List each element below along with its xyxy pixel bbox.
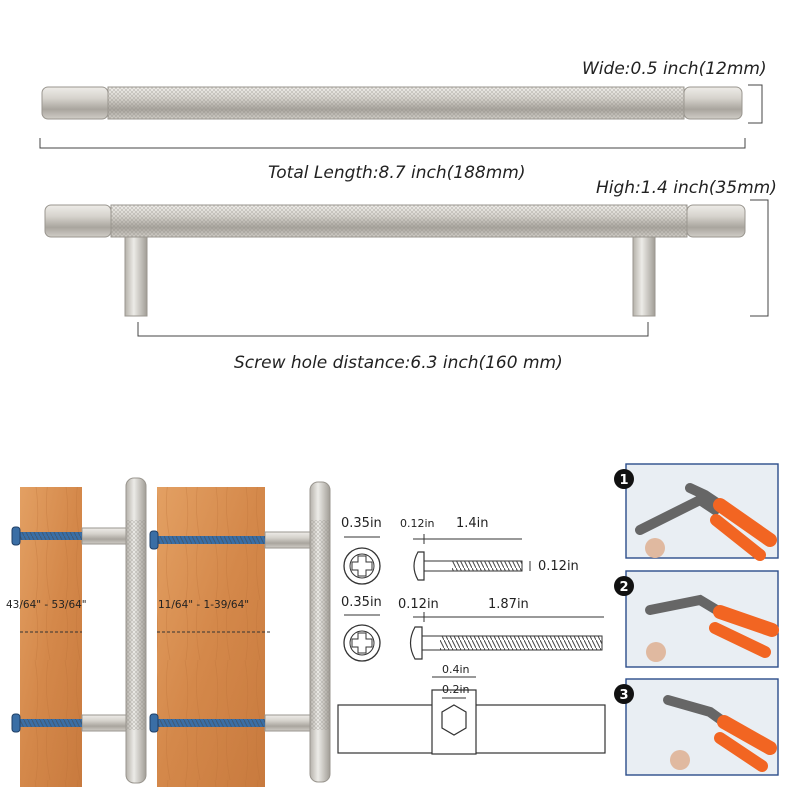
screw-hole-distance-label: Screw hole distance:6.3 inch(160 mm)	[234, 353, 563, 373]
step-number-1: 1	[619, 473, 628, 488]
hex-section	[337, 676, 606, 755]
step-panel-2	[625, 570, 779, 668]
step-panel-3	[625, 678, 779, 776]
long-length: 1.87in	[488, 597, 529, 612]
long-head-height: 0.12in	[398, 597, 439, 612]
screw-hole-dimension-line	[137, 322, 649, 337]
hex-inner: 0.2in	[442, 683, 470, 696]
step-panel-1	[625, 463, 779, 561]
handle-front-view	[44, 204, 746, 317]
thickness-range-1: 43/64" - 53/64"	[6, 599, 87, 611]
short-screw-side	[413, 551, 523, 581]
wide-label: Wide:0.5 inch(12mm)	[582, 59, 767, 79]
installation-diagram	[11, 477, 331, 787]
hex-outer: 0.4in	[442, 663, 470, 676]
wide-dimension-line	[748, 84, 763, 124]
total-length-dimension-line	[39, 138, 746, 149]
short-length: 1.4in	[456, 516, 489, 531]
handle-side-view	[41, 86, 743, 120]
short-head-diameter: 0.35in	[341, 516, 382, 531]
short-head-height: 0.12in	[400, 517, 435, 530]
step-number-3: 3	[619, 688, 628, 703]
height-dimension-line	[750, 199, 769, 317]
step-number-2: 2	[619, 580, 628, 595]
total-length-label: Total Length:8.7 inch(188mm)	[268, 163, 525, 183]
long-screw-side	[409, 626, 603, 660]
thickness-range-2: 11/64" - 1-39/64"	[158, 599, 249, 611]
long-head-diameter: 0.35in	[341, 595, 382, 610]
step-badge-2: 2	[614, 576, 634, 596]
step-badge-1: 1	[614, 469, 634, 489]
screw-head-front-2	[343, 624, 381, 662]
high-label: High:1.4 inch(35mm)	[596, 178, 777, 198]
short-thread-diameter: 0.12in	[538, 559, 579, 574]
screw-head-front-1	[343, 547, 381, 585]
step-badge-3: 3	[614, 684, 634, 704]
